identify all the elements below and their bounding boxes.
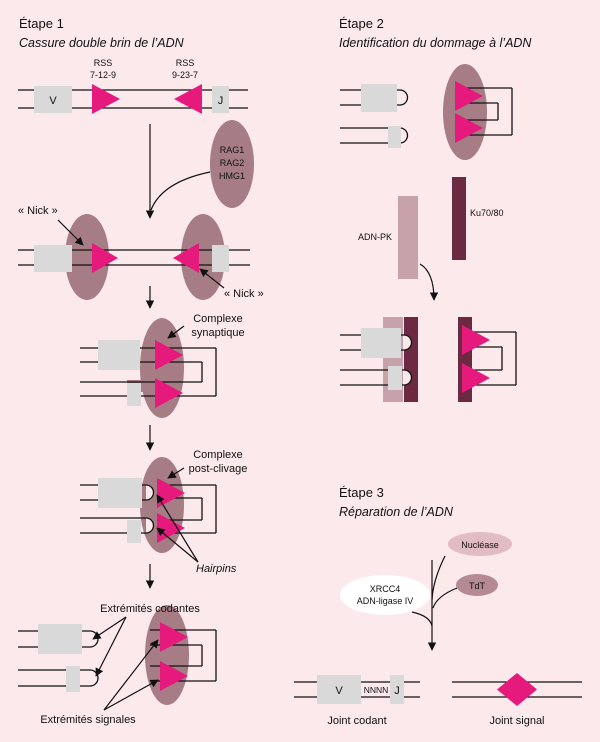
step2-subtitle: Identification du dommage à l’ADN — [339, 36, 532, 50]
ku-bar — [452, 177, 466, 260]
step2-title: Étape 2 — [339, 16, 384, 31]
synaptic-label-1: Complexe — [193, 313, 243, 325]
nnnn-label: NNNN — [364, 685, 389, 695]
signal-end-complex — [145, 605, 189, 705]
rss-left-spacing: 7-12-9 — [90, 70, 116, 80]
v-segment-3 — [98, 340, 140, 370]
ku-label: Ku70/80 — [470, 208, 504, 218]
j-segment-label: J — [218, 95, 224, 107]
protein-bound-ends — [340, 317, 517, 402]
post-cleavage-label-2: post-clivage — [189, 463, 248, 475]
hairpins-label: Hairpins — [196, 563, 237, 575]
dna-pk-label: ADN-PK — [358, 232, 392, 242]
j-segment-3 — [127, 383, 141, 406]
signal-ends-label: Extrémités signales — [40, 714, 136, 726]
rag2-label: RAG2 — [220, 158, 245, 168]
nuclease-label: Nucléase — [461, 540, 499, 550]
coding-end-j — [66, 666, 80, 692]
post-cleavage-complex: Complexe post-clivage Hairpins — [80, 449, 247, 575]
coding-end-v — [38, 624, 82, 654]
v-segment-label: V — [49, 95, 57, 107]
rag-complex: RAG1 RAG2 HMG1 — [210, 120, 254, 208]
post-cleavage-label-1: Complexe — [193, 449, 243, 461]
nick-left-label: « Nick » — [18, 205, 58, 217]
rag-join-arrow — [150, 171, 211, 211]
tdt-label: TdT — [469, 581, 486, 591]
step3-header: Étape 3 Réparation de l’ADN — [339, 485, 454, 519]
germline-dna: V J RSS 7-12-9 RSS 9-23-7 — [18, 58, 248, 114]
j-segment-2 — [212, 245, 229, 272]
signal-joint: Joint signal — [452, 673, 582, 727]
xrcc4-label-1: XRCC4 — [370, 584, 401, 594]
nick-row: « Nick » « Nick » — [18, 205, 264, 300]
nick-right-label: « Nick » — [224, 288, 264, 300]
repair-proteins: ADN-PK Ku70/80 — [358, 177, 504, 301]
step1-subtitle: Cassure double brin de l’ADN — [19, 36, 185, 50]
synaptic-label-2: synaptique — [191, 327, 244, 339]
xrcc4-label-2: ADN-ligase IV — [357, 596, 414, 606]
rss-12-triangle-2 — [92, 243, 118, 273]
j-segment — [212, 86, 229, 113]
rag-left-ellipse — [65, 214, 109, 300]
repair-factors: Nucléase TdT XRCC4 ADN-ligase IV — [340, 532, 512, 651]
step2-header: Étape 2 Identification du dommage à l’AD… — [339, 16, 532, 50]
xrcc4-ellipse — [340, 575, 430, 615]
dna-pk-bar — [398, 196, 418, 279]
v-segment-2 — [34, 245, 72, 272]
rag1-label: RAG1 — [220, 145, 245, 155]
coding-joint-v-label: V — [335, 685, 343, 697]
coding-joint-label: Joint codant — [327, 715, 386, 727]
step1-header: Étape 1 Cassure double brin de l’ADN — [19, 16, 185, 50]
nuclease-ellipse — [448, 532, 512, 556]
rss-left-label: RSS — [94, 58, 113, 68]
rss-right-label: RSS — [176, 58, 195, 68]
coding-joint-j-label: J — [394, 685, 400, 697]
rss-23-triangle-2 — [173, 243, 199, 273]
v-segment — [34, 86, 72, 113]
rss-right-spacing: 9-23-7 — [172, 70, 198, 80]
step3-subtitle: Réparation de l’ADN — [339, 505, 454, 519]
step1-title: Étape 1 — [19, 16, 64, 31]
coding-joint-v — [317, 675, 361, 704]
j-segment-4 — [127, 520, 141, 543]
tdt-ellipse — [456, 574, 498, 596]
signal-joint-label: Joint signal — [489, 715, 544, 727]
v-segment-4 — [98, 478, 142, 508]
rss-12-triangle — [92, 84, 120, 114]
hmg1-label: HMG1 — [219, 171, 245, 181]
rss-23-triangle — [174, 84, 202, 114]
synaptic-complex: Complexe synaptique — [80, 313, 245, 418]
coding-ends-label: Extrémités codantes — [100, 603, 200, 615]
coding-signal-ends: Extrémités codantes Extrémités signales — [18, 603, 217, 726]
coding-joint: V NNNN J Joint codant — [294, 675, 420, 727]
step3-title: Étape 3 — [339, 485, 384, 500]
damage-identification — [340, 64, 513, 160]
signal-joint-diamond — [497, 673, 537, 706]
rag-right-ellipse — [181, 214, 225, 300]
coding-joint-j — [390, 675, 404, 704]
